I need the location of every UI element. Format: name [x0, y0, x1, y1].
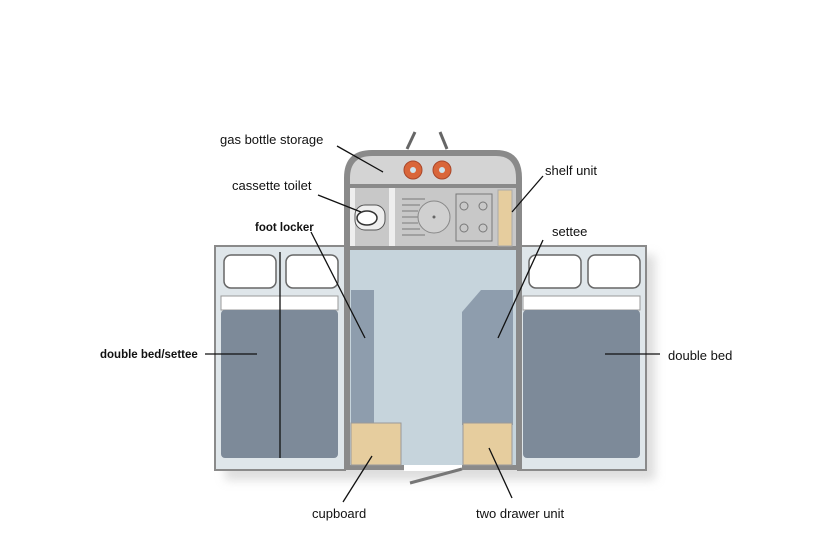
label-gas-bottle-storage: gas bottle storage [220, 132, 323, 147]
leader-lines [205, 145, 660, 503]
bed-sheet [522, 295, 641, 311]
label-double-bed-settee: double bed/settee [100, 349, 198, 361]
settee [462, 290, 513, 425]
hitch-arm-left [405, 131, 417, 150]
label-cupboard: cupboard [312, 506, 366, 521]
two-drawer-unit [462, 422, 513, 466]
door [409, 467, 463, 485]
shelf-unit [497, 189, 513, 247]
pillow [528, 254, 582, 289]
pillow [587, 254, 641, 289]
label-cassette-toilet: cassette toilet [232, 178, 312, 193]
label-settee: settee [552, 224, 587, 239]
pillow [223, 254, 277, 289]
label-double-bed: double bed [668, 348, 732, 363]
hob [455, 193, 493, 242]
double-bed [523, 310, 640, 458]
cupboard [350, 422, 402, 466]
label-foot-locker: foot locker [255, 222, 314, 234]
hitch-arm-right [438, 131, 449, 150]
label-two-drawer-unit: two drawer unit [476, 506, 565, 521]
drainer [402, 198, 425, 236]
foot-locker [351, 290, 374, 425]
label-shelf-unit: shelf unit [545, 163, 597, 178]
pillow [285, 254, 339, 289]
right-wing [517, 245, 647, 471]
